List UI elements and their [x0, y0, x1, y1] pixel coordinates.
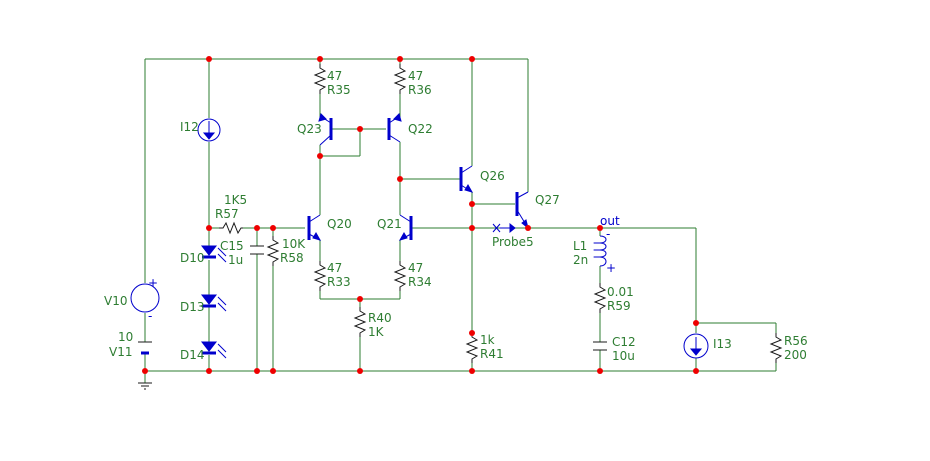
current-source-i13 [683, 333, 709, 359]
i13-label: I13 [713, 337, 732, 351]
resistor-r33 [313, 261, 327, 291]
capacitors [250, 245, 607, 351]
inductor-l1 [593, 235, 607, 267]
d13-label: D13 [180, 300, 205, 314]
resistor-r56 [769, 333, 783, 363]
r34-name: R34 [408, 275, 432, 289]
diodes [200, 245, 227, 359]
i12-label: I12 [180, 120, 199, 134]
r35-name: R35 [327, 83, 351, 97]
transistors [307, 113, 529, 241]
r33-name: R33 [327, 275, 351, 289]
r58-value: 10K [282, 237, 306, 251]
v11-name: V11 [109, 345, 132, 359]
resistor-r59 [593, 283, 607, 313]
transistor-q22 [387, 113, 402, 143]
wires [144, 58, 777, 383]
sources [130, 118, 709, 390]
probe5-label: Probe5 [492, 235, 534, 249]
resistor-r40 [353, 307, 367, 337]
capacitor-c12 [593, 341, 607, 351]
l1-name: L1 [573, 239, 587, 253]
r59-name: R59 [607, 299, 631, 313]
v10-minus-sign: - [148, 309, 152, 323]
r36-name: R36 [408, 83, 432, 97]
r57-name: R57 [215, 207, 239, 221]
v11-value: 10 [118, 330, 133, 344]
v10-label: V10 [104, 294, 127, 308]
q23-label: Q23 [297, 122, 322, 136]
probe-probe5 [492, 222, 516, 234]
resistor-r34 [393, 261, 407, 291]
diode-d14 [200, 341, 227, 359]
transistor-q20 [307, 214, 322, 241]
r56-name: R56 [784, 334, 808, 348]
r40-name: R40 [368, 311, 392, 325]
q21-label: Q21 [377, 217, 402, 231]
q22-label: Q22 [408, 122, 433, 136]
current-source-i12 [197, 118, 221, 142]
resistor-r41 [465, 333, 479, 363]
l1-value: 2n [573, 253, 588, 267]
r34-value: 47 [408, 261, 423, 275]
r58-name: R58 [280, 251, 304, 265]
q20-label: Q20 [327, 217, 352, 231]
r33-value: 47 [327, 261, 342, 275]
transistor-q21 [398, 214, 413, 241]
v10-plus-sign: + [148, 276, 158, 290]
junction-nodes [142, 56, 699, 374]
resistors [219, 64, 783, 363]
r41-value: 1k [480, 333, 495, 347]
l1-minus-sign: - [606, 227, 610, 241]
capacitor-c15 [250, 245, 264, 255]
q26-label: Q26 [480, 169, 505, 183]
r57-value: 1K5 [224, 193, 247, 207]
resistor-r36 [393, 64, 407, 94]
transistor-q26 [459, 165, 474, 193]
transistor-q27 [515, 191, 529, 230]
resistor-r57 [219, 221, 243, 235]
r40-value: 1K [368, 325, 385, 339]
c15-value: 1u [228, 253, 243, 267]
labels: 47 R35 47 R36 Q23 Q22 I12 Q26 Q27 1K5 R5… [104, 69, 808, 363]
out-label: out [600, 214, 620, 228]
diode-d10 [200, 245, 227, 263]
voltage-source-v10 [130, 283, 160, 313]
c15-name: C15 [220, 239, 244, 253]
diode-d13 [200, 294, 227, 312]
c12-value: 10u [612, 349, 635, 363]
d14-label: D14 [180, 348, 205, 362]
r59-value: 0.01 [607, 285, 634, 299]
resistor-r58 [266, 236, 280, 266]
r56-value: 200 [784, 348, 807, 362]
battery-v11 [138, 341, 152, 355]
d10-label: D10 [180, 251, 205, 265]
l1-plus-sign: + [606, 261, 616, 275]
r35-value: 47 [327, 69, 342, 83]
transistor-q23 [318, 113, 333, 146]
c12-name: C12 [612, 335, 636, 349]
ground-icon [138, 382, 152, 390]
resistor-r35 [313, 64, 327, 94]
r41-name: R41 [480, 347, 504, 361]
q27-label: Q27 [535, 193, 560, 207]
r36-value: 47 [408, 69, 423, 83]
